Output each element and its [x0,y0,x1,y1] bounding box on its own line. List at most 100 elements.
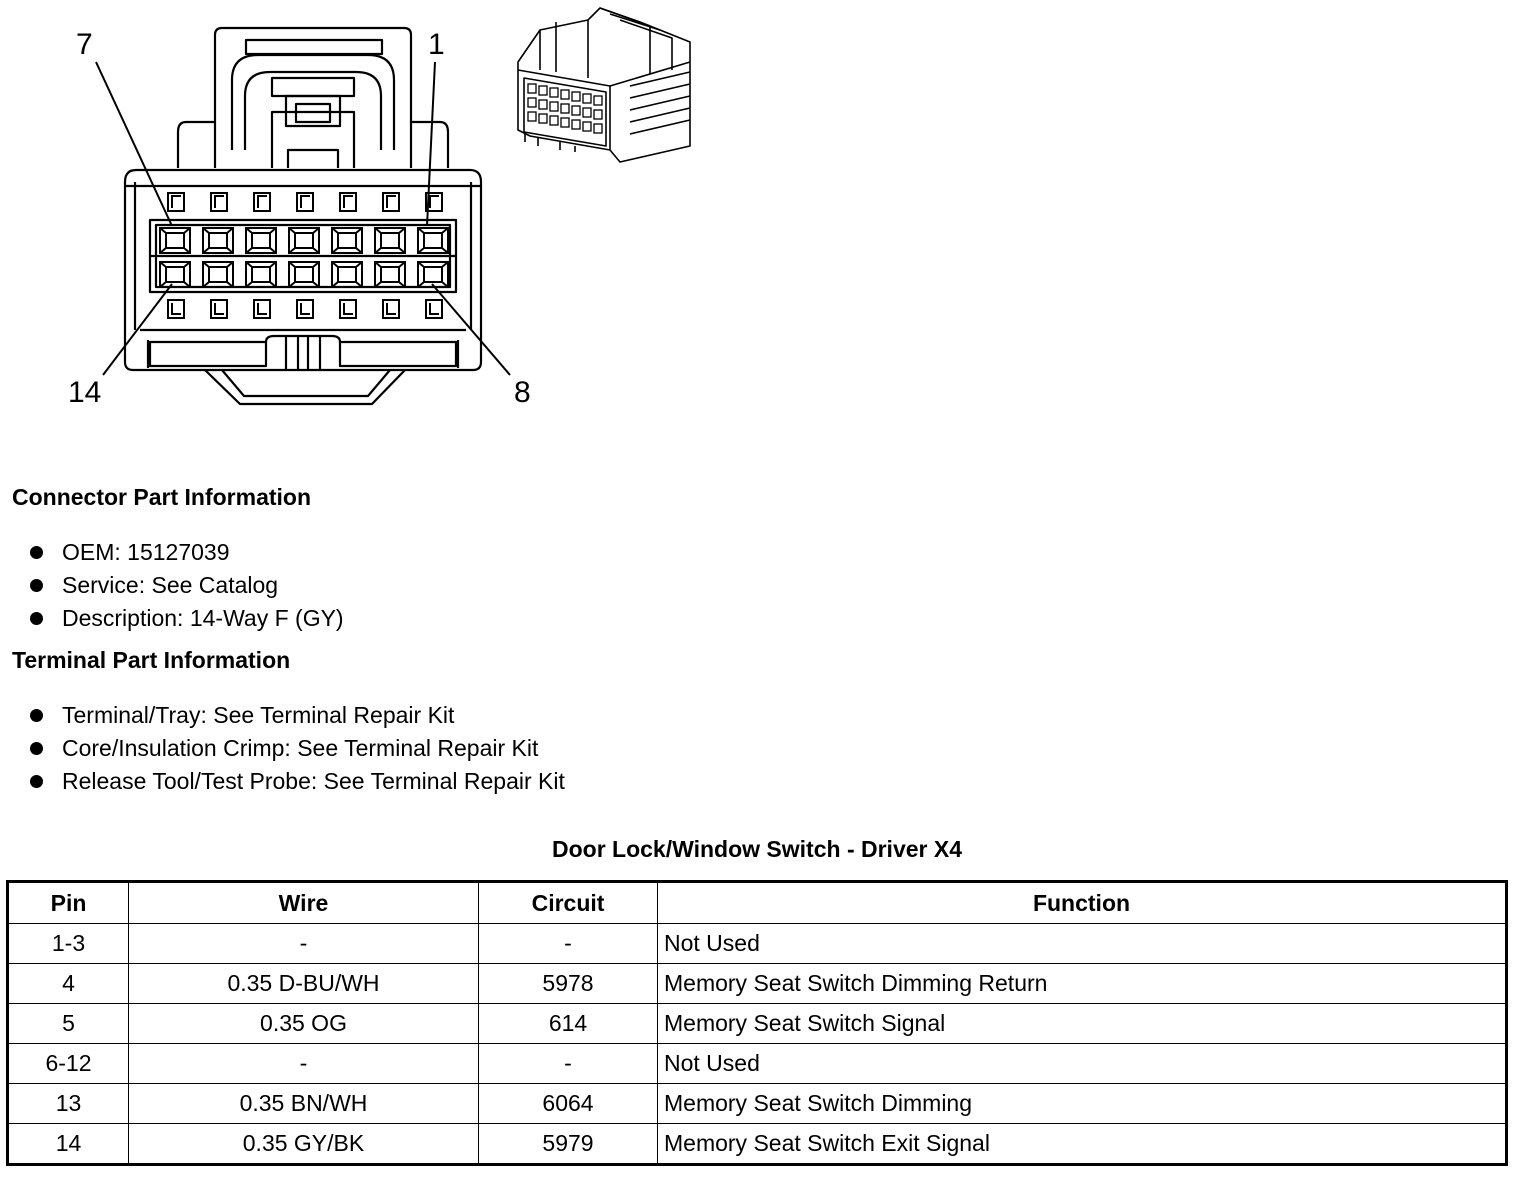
pin-cavity [159,261,191,288]
pin-cavity [245,227,277,254]
table-row: 13 0.35 BN/WH 6064 Memory Seat Switch Di… [7,1083,1507,1124]
cell-circuit: - [478,1043,658,1084]
cell-pin: 1-3 [7,923,129,964]
terminal-info-list: Terminal/Tray: See Terminal Repair Kit C… [30,699,565,798]
latch-window [296,299,314,319]
pin-cavity [202,261,234,288]
iso-cavity [571,105,581,116]
iso-cavity [549,87,559,98]
cell-pin: 5 [7,1003,129,1044]
iso-cavity [527,97,537,108]
cell-circuit: 614 [478,1003,658,1044]
table-row: 1-3 - - Not Used [7,923,1507,964]
table-caption: Door Lock/Window Switch - Driver X4 [551,836,962,862]
header-pin: Pin [7,881,129,924]
bullet-icon [30,579,43,592]
pin-label-8: 8 [514,376,531,409]
pin-label-14: 14 [68,376,102,409]
iso-cavity [593,95,603,106]
iso-cavity [560,117,570,128]
pin-cavity [374,227,406,254]
cell-circuit: 5979 [478,1123,658,1165]
iso-cavity [527,111,537,122]
cell-function: Memory Seat Switch Signal [657,1003,1507,1044]
list-item: Terminal/Tray: See Terminal Repair Kit [30,699,565,732]
iso-cavity [571,119,581,130]
latch-window [253,192,271,212]
iso-cavity [582,121,592,132]
list-item: Core/Insulation Crimp: See Terminal Repa… [30,732,565,765]
cell-wire: 0.35 BN/WH [128,1083,479,1124]
latch-window [425,192,443,212]
table-row: 4 0.35 D-BU/WH 5978 Memory Seat Switch D… [7,963,1507,1004]
pin-cavity [331,227,363,254]
pin-table: Pin Wire Circuit Function 1-3 - - Not Us… [6,880,1508,1166]
latch-window [339,299,357,319]
cell-circuit: 6064 [478,1083,658,1124]
pin-cavity [417,227,449,254]
list-item: OEM: 15127039 [30,536,344,569]
latch-window [339,192,357,212]
pin-cavity [245,261,277,288]
iso-cavity [538,99,548,110]
iso-cavity [549,101,559,112]
cell-function: Memory Seat Switch Dimming [657,1083,1507,1124]
latch-window [382,299,400,319]
cell-wire: 0.35 OG [128,1003,479,1044]
cell-wire: - [128,1043,479,1084]
pin-cavity [331,261,363,288]
bullet-icon [30,709,43,722]
bullet-icon [30,612,43,625]
iso-cavity [593,109,603,120]
cell-circuit: 5978 [478,963,658,1004]
pin-cavity [374,261,406,288]
cell-wire: 0.35 D-BU/WH [128,963,479,1004]
bullet-icon [30,775,43,788]
connector-diagram [95,7,691,406]
cell-pin: 14 [7,1123,129,1165]
header-wire: Wire [128,881,479,924]
latch-window [167,192,185,212]
header-circuit: Circuit [478,881,658,924]
cell-function: Not Used [657,1043,1507,1084]
latch-window [253,299,271,319]
table-row: 5 0.35 OG 614 Memory Seat Switch Signal [7,1003,1507,1044]
list-item: Description: 14-Way F (GY) [30,602,344,635]
iso-cavity [593,123,603,134]
pin-cavity [202,227,234,254]
iso-cavity [549,115,559,126]
cell-wire: - [128,923,479,964]
iso-cavity [571,91,581,102]
terminal-info-title: Terminal Part Information [12,647,291,673]
table-row: 6-12 - - Not Used [7,1043,1507,1084]
latch-window [296,192,314,212]
list-item: Service: See Catalog [30,569,344,602]
pin-cavity [417,261,449,288]
cell-function: Memory Seat Switch Exit Signal [657,1123,1507,1165]
cell-circuit: - [478,923,658,964]
table-row: 14 0.35 GY/BK 5979 Memory Seat Switch Ex… [7,1123,1507,1165]
bullet-icon [30,546,43,559]
pin-cavity [159,227,191,254]
table-header-row: Pin Wire Circuit Function [7,881,1507,924]
cell-pin: 13 [7,1083,129,1124]
latch-window [425,299,443,319]
pin-cavity [288,261,320,288]
iso-cavity [582,93,592,104]
cell-function: Memory Seat Switch Dimming Return [657,963,1507,1004]
latch-window [210,192,228,212]
iso-cavity [560,89,570,100]
bullet-icon [30,742,43,755]
connector-info-title: Connector Part Information [12,484,312,510]
cell-pin: 6-12 [7,1043,129,1084]
cell-wire: 0.35 GY/BK [128,1123,479,1165]
iso-cavity [582,107,592,118]
iso-cavity [538,85,548,96]
header-function: Function [657,881,1507,924]
list-item: Release Tool/Test Probe: See Terminal Re… [30,765,565,798]
pin-label-7: 7 [76,28,93,61]
iso-cavity [538,113,548,124]
connector-info-list: OEM: 15127039 Service: See Catalog Descr… [30,536,344,635]
latch-window [167,299,185,319]
iso-cavity [560,103,570,114]
